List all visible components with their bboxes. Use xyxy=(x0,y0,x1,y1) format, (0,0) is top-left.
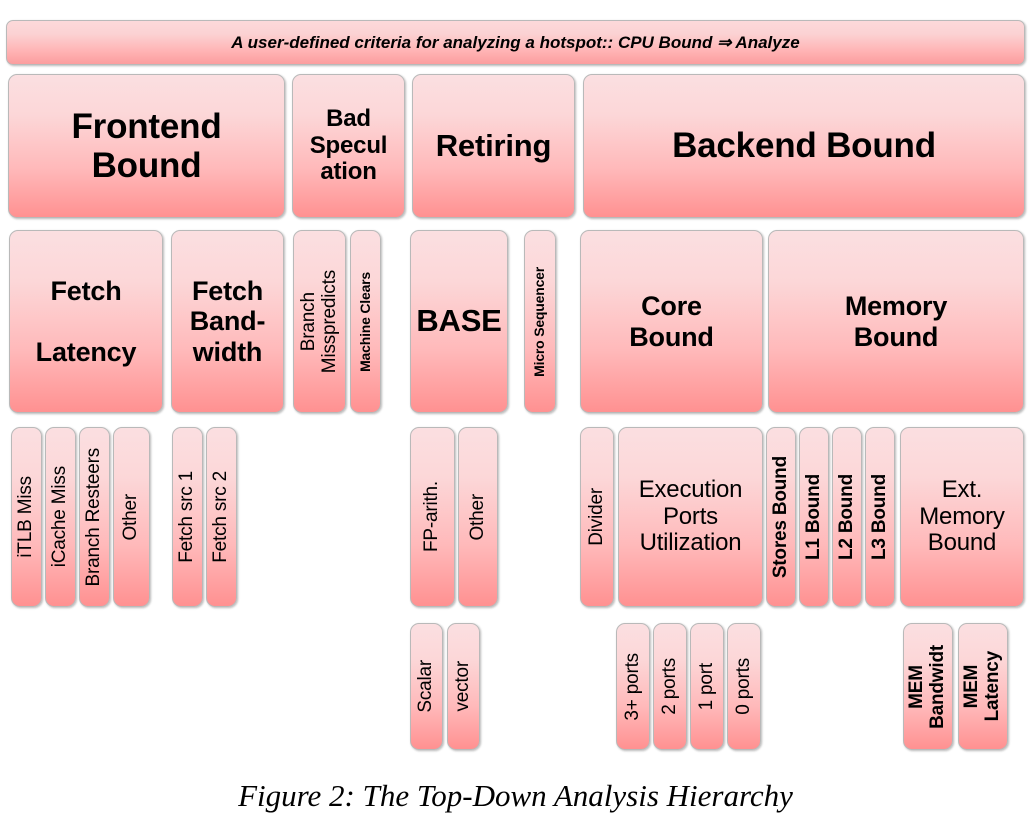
node-ports-1-label: 1 port xyxy=(695,662,717,711)
node-ports-0-label: 0 ports xyxy=(732,658,754,715)
analysis-criteria-banner: A user-defined criteria for analyzing a … xyxy=(6,20,1025,65)
node-other-frontend-label: Other xyxy=(120,493,142,541)
node-fetch-bandwidth-label: Fetch Band- width xyxy=(189,276,266,367)
node-backend-bound-label: Backend Bound xyxy=(672,126,936,166)
node-stores-bound-label: Stores Bound xyxy=(769,455,791,579)
node-mem-bandwidth[interactable]: MEM Bandwidt xyxy=(903,623,953,750)
node-branch-misspredicts-label: Branch Misspredicts xyxy=(297,269,340,374)
node-fp-arith[interactable]: FP-arith. xyxy=(410,427,455,607)
node-icache-miss-label: iCache Miss xyxy=(49,466,71,568)
node-machine-clears[interactable]: Machine Clears xyxy=(350,230,381,413)
node-retiring-label: Retiring xyxy=(435,127,552,163)
node-l2-bound-label: L2 Bound xyxy=(835,474,857,560)
node-branch-misspredicts[interactable]: Branch Misspredicts xyxy=(293,230,346,413)
node-fp-arith-label: FP-arith. xyxy=(421,481,443,553)
node-machine-clears-label: Machine Clears xyxy=(356,271,373,372)
node-l1-bound-label: L1 Bound xyxy=(802,474,824,560)
node-other-retiring[interactable]: Other xyxy=(458,427,498,607)
node-base-label: BASE xyxy=(416,303,502,339)
node-base[interactable]: BASE xyxy=(410,230,508,413)
node-l2-bound[interactable]: L2 Bound xyxy=(832,427,862,607)
node-memory-bound[interactable]: Memory Bound xyxy=(768,230,1024,413)
node-l1-bound[interactable]: L1 Bound xyxy=(799,427,829,607)
node-vector-label: vector xyxy=(452,661,474,712)
node-ports-2[interactable]: 2 ports xyxy=(653,623,687,750)
node-fetch-src-1-label: Fetch src 1 xyxy=(176,471,198,563)
node-branch-resteers-label: Branch Resteers xyxy=(83,447,105,587)
node-other-retiring-label: Other xyxy=(466,493,488,541)
node-micro-sequencer-label: Micro Sequencer xyxy=(531,266,548,377)
node-ports-3plus-label: 3+ ports xyxy=(621,652,643,721)
node-retiring[interactable]: Retiring xyxy=(412,74,575,218)
node-fetch-src-2[interactable]: Fetch src 2 xyxy=(206,427,237,607)
node-execution-ports-utilization[interactable]: Execution Ports Utilization xyxy=(618,427,763,607)
node-core-bound-label: Core Bound xyxy=(629,291,714,352)
node-icache-miss[interactable]: iCache Miss xyxy=(45,427,76,607)
node-core-bound[interactable]: Core Bound xyxy=(580,230,763,413)
node-bad-speculation-label: Bad Specul ation xyxy=(309,104,388,186)
figure-caption: Figure 2: The Top-Down Analysis Hierarch… xyxy=(238,778,793,813)
node-execution-ports-utilization-label: Execution Ports Utilization xyxy=(638,475,743,557)
node-ext-memory-bound[interactable]: Ext. Memory Bound xyxy=(900,427,1024,607)
node-scalar[interactable]: Scalar xyxy=(410,623,443,750)
node-scalar-label: Scalar xyxy=(415,660,437,713)
node-micro-sequencer[interactable]: Micro Sequencer xyxy=(524,230,556,413)
node-mem-latency-label: MEM Latency xyxy=(961,651,1003,722)
node-divider[interactable]: Divider xyxy=(580,427,614,607)
node-fetch-src-2-label: Fetch src 2 xyxy=(210,471,232,563)
node-l3-bound[interactable]: L3 Bound xyxy=(865,427,895,607)
node-l3-bound-label: L3 Bound xyxy=(868,474,890,560)
node-divider-label: Divider xyxy=(585,488,607,546)
node-backend-bound[interactable]: Backend Bound xyxy=(583,74,1025,218)
node-mem-latency[interactable]: MEM Latency xyxy=(958,623,1008,750)
node-memory-bound-label: Memory Bound xyxy=(844,291,948,352)
node-ext-memory-bound-label: Ext. Memory Bound xyxy=(919,475,1005,557)
node-ports-1[interactable]: 1 port xyxy=(690,623,724,750)
node-bad-speculation[interactable]: Bad Specul ation xyxy=(292,74,405,218)
node-ports-0[interactable]: 0 ports xyxy=(727,623,761,750)
node-fetch-latency-label: Fetch Latency xyxy=(35,276,137,367)
node-ports-2-label: 2 ports xyxy=(658,658,680,715)
node-itlb-miss-label: iTLB Miss xyxy=(15,476,37,558)
node-fetch-latency[interactable]: Fetch Latency xyxy=(9,230,163,413)
node-ports-3plus[interactable]: 3+ ports xyxy=(616,623,650,750)
node-mem-bandwidth-label: MEM Bandwidt xyxy=(906,644,948,729)
node-stores-bound[interactable]: Stores Bound xyxy=(766,427,796,607)
node-frontend-bound-label: Frontend Bound xyxy=(71,106,222,185)
node-itlb-miss[interactable]: iTLB Miss xyxy=(11,427,42,607)
node-branch-resteers[interactable]: Branch Resteers xyxy=(79,427,110,607)
node-frontend-bound[interactable]: Frontend Bound xyxy=(8,74,285,218)
node-vector[interactable]: vector xyxy=(447,623,480,750)
node-fetch-src-1[interactable]: Fetch src 1 xyxy=(172,427,203,607)
analysis-criteria-text: A user-defined criteria for analyzing a … xyxy=(231,32,800,52)
node-other-frontend[interactable]: Other xyxy=(113,427,150,607)
node-fetch-bandwidth[interactable]: Fetch Band- width xyxy=(171,230,284,413)
